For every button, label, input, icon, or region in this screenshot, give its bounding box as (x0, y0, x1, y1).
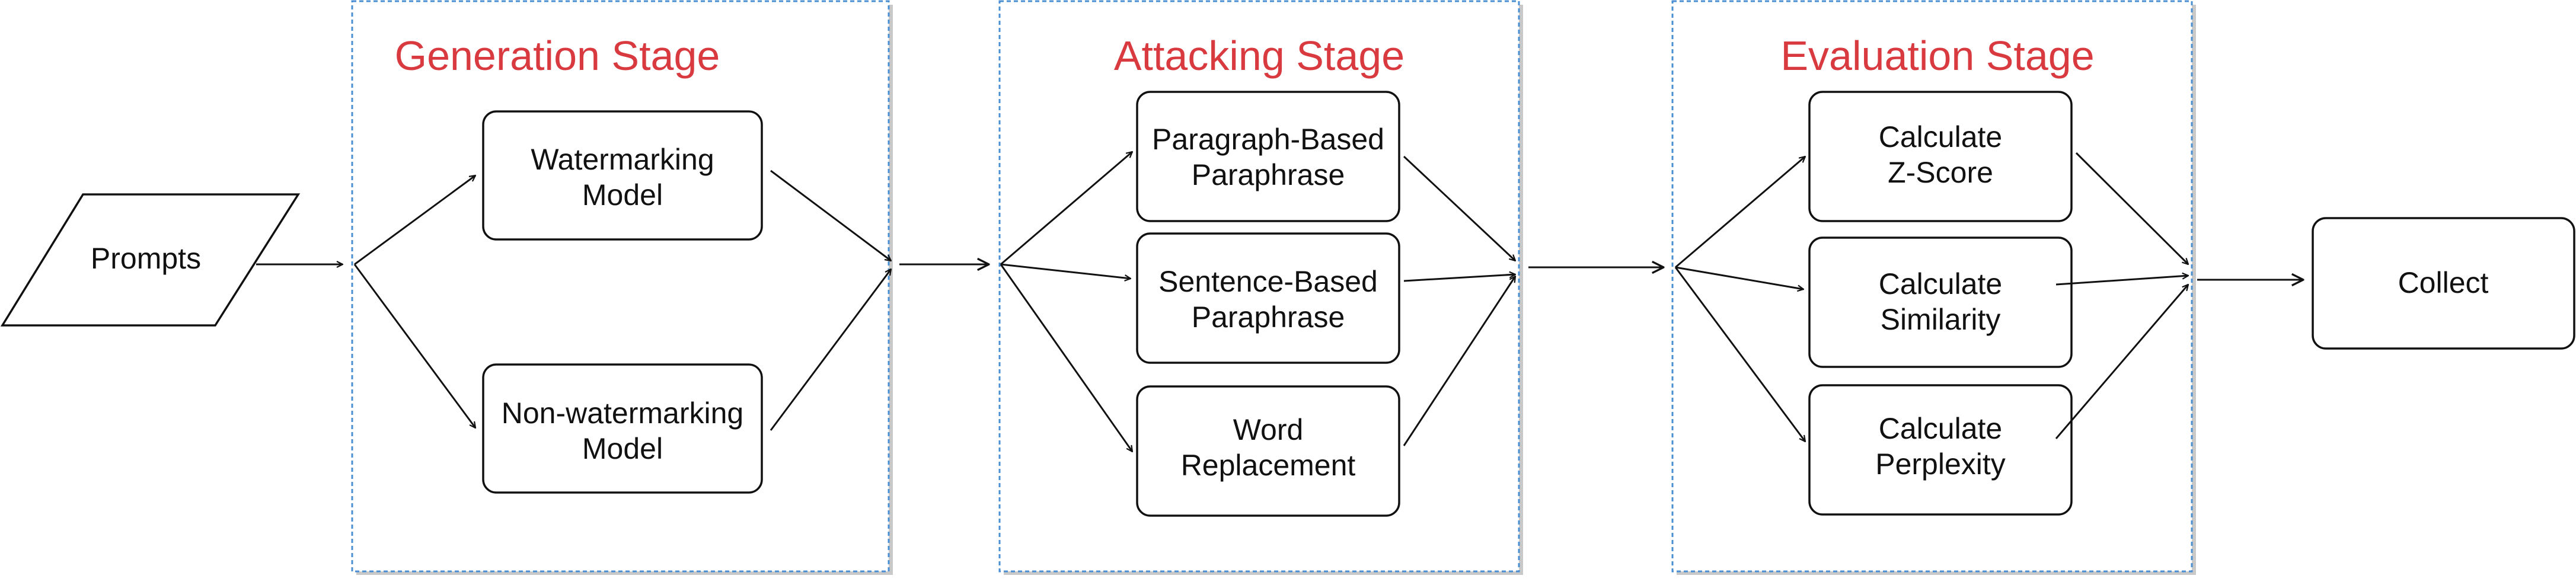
stage-title-evaluation: Evaluation Stage (1780, 33, 2094, 79)
edge-fan-perplexity (1674, 267, 1805, 442)
edge-fan-paragraph (1000, 152, 1132, 266)
edge-paragraph-merge (1403, 155, 1515, 261)
node-non-watermarking-model: Non-watermarking Model (482, 363, 763, 494)
svg-text:Model: Model (582, 178, 663, 212)
svg-text:Calculate: Calculate (1879, 267, 2002, 301)
edges (256, 152, 2303, 452)
svg-text:Calculate: Calculate (1879, 412, 2002, 445)
node-calculate-similarity: Calculate Similarity (1808, 236, 2073, 368)
edge-word-merge (1403, 276, 1515, 446)
svg-text:Word: Word (1233, 413, 1304, 446)
node-calculate-perplexity: Calculate Perplexity (1808, 384, 2073, 516)
edge-watermarking-merge (770, 170, 891, 261)
edge-sentence-merge (1403, 274, 1515, 282)
svg-text:Model: Model (582, 432, 663, 465)
stage-title-attacking: Attacking Stage (1114, 33, 1404, 79)
svg-text:Calculate: Calculate (1879, 120, 2002, 154)
edge-fan-word (1000, 264, 1132, 452)
svg-text:Z-Score: Z-Score (1888, 156, 1993, 189)
edge-fan-z-score (1675, 156, 1805, 268)
stage-title-generation: Generation Stage (395, 33, 720, 79)
node-word-replacement: Word Replacement (1136, 385, 1400, 517)
node-paragraph-based-paraphrase: Paragraph-Based Paraphrase (1136, 91, 1400, 222)
node-sentence-based-paraphrase: Sentence-Based Paraphrase (1136, 232, 1400, 364)
svg-text:Non-watermarking: Non-watermarking (502, 397, 743, 430)
node-calculate-z-score: Calculate Z-Score (1808, 91, 2073, 222)
output-collect: Collect (2312, 217, 2575, 350)
output-collect-label: Collect (2398, 266, 2489, 299)
edge-perplexity-merge (2055, 284, 2188, 439)
svg-text:Perplexity: Perplexity (1875, 447, 2006, 481)
edge-fan-similarity (1675, 266, 1803, 289)
edge-similarity-merge (2055, 276, 2188, 286)
input-prompts-label: Prompts (91, 242, 201, 275)
svg-text:Paraphrase: Paraphrase (1192, 158, 1345, 191)
svg-text:Replacement: Replacement (1181, 449, 1356, 482)
stage-generation: Generation Stage (351, 0, 893, 575)
edge-fan-watermarking (354, 175, 475, 266)
input-prompts: Prompts (0, 193, 301, 327)
edge-non-watermarking-merge (770, 269, 891, 431)
node-watermarking-model: Watermarking Model (482, 110, 763, 241)
edge-fan-non-watermarking (353, 264, 475, 428)
svg-text:Watermarking: Watermarking (531, 143, 714, 176)
edge-fan-sentence (1000, 263, 1131, 279)
svg-text:Paraphrase: Paraphrase (1192, 301, 1345, 334)
svg-text:Sentence-Based: Sentence-Based (1158, 265, 1378, 298)
svg-text:Paragraph-Based: Paragraph-Based (1152, 123, 1384, 156)
svg-text:Similarity: Similarity (1881, 303, 2001, 336)
edge-z-score-merge (2075, 152, 2188, 264)
